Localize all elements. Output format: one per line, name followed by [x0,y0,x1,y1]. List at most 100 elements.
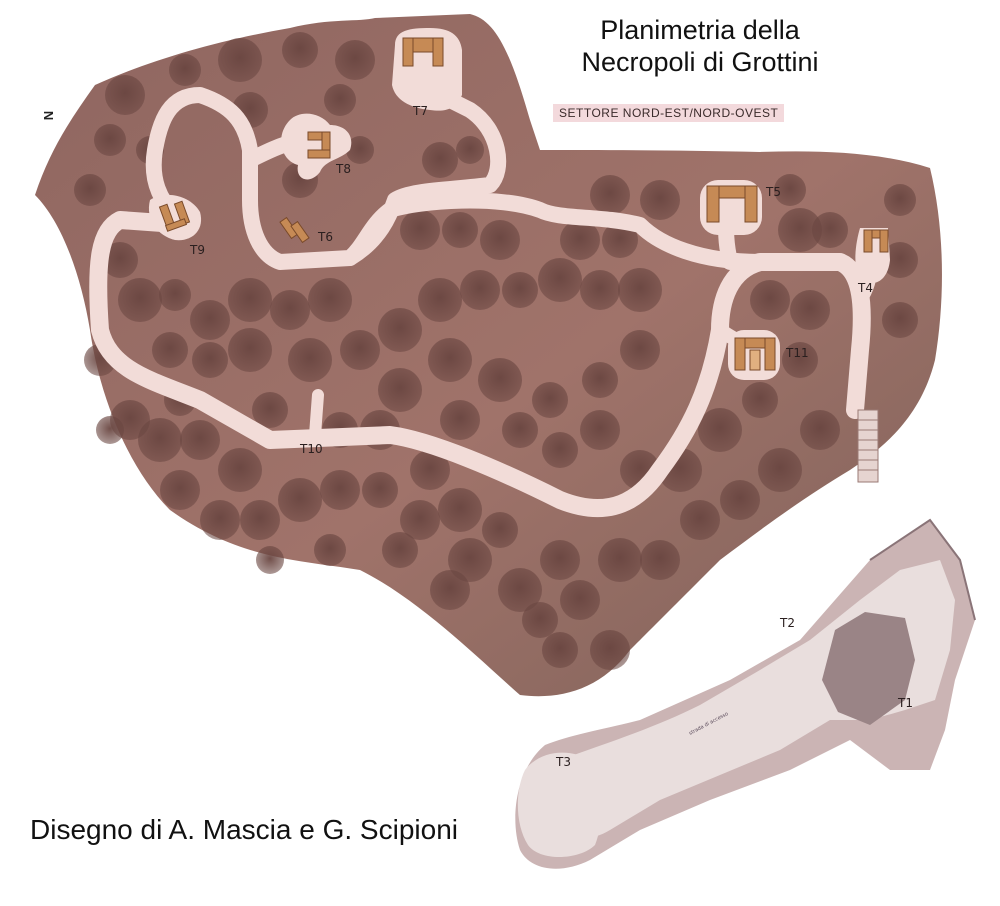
tree-canopy [438,488,482,532]
tree-canopy [532,382,568,418]
label-t11: T11 [785,346,809,360]
tree-canopy [240,500,280,540]
tree-canopy [440,400,480,440]
tree-canopy [410,450,450,490]
tree-canopy [335,40,375,80]
tree-canopy [282,32,318,68]
tree-canopy [538,258,582,302]
tree-canopy [698,408,742,452]
tree-canopy [640,180,680,220]
label-t2: T2 [779,616,795,630]
label-t1: T1 [897,696,913,710]
tree-canopy [812,212,848,248]
tree-canopy [774,174,806,206]
path-to-t7 [342,87,507,266]
tree-canopy [640,540,680,580]
tree-canopy [422,142,458,178]
tree-canopy [560,220,600,260]
tree-canopy [680,500,720,540]
tree-canopy [460,270,500,310]
tree-canopy [138,418,182,462]
title-line-1: Planimetria della [600,15,800,45]
tree-canopy [118,278,162,322]
tree-canopy [228,278,272,322]
t3-area [517,752,602,858]
tree-canopy [152,332,188,368]
tree-canopy [478,358,522,402]
tree-canopy [480,220,520,260]
tree-canopy [400,210,440,250]
t9-tomb [158,200,191,232]
t4-stairs [857,409,879,483]
tree-canopy [522,602,558,638]
path-spur-t10 [309,389,324,441]
t6-tomb [279,216,310,244]
t8-tomb [307,131,331,159]
tree-canopy [308,278,352,322]
tree-canopy [456,136,484,164]
tree-canopy [180,420,220,460]
tree-canopy [590,630,630,670]
tree-canopy [540,540,580,580]
tree-canopy [582,362,618,398]
t7-tomb [402,37,444,67]
tree-canopy [340,330,380,370]
t8-chamber [281,113,352,180]
lower-rock-edge [869,518,976,621]
tree-canopy [324,84,356,116]
tree-canopy [442,212,478,248]
tree-canopy [346,136,374,164]
label-t5: T5 [765,185,781,199]
label-t8: T8 [335,162,351,176]
tree-canopy [252,392,288,428]
tree-canopy [882,302,918,338]
tree-canopy [74,174,106,206]
tree-canopy [884,184,916,216]
tree-canopy [758,448,802,492]
map-title: Planimetria della Necropoli di Grottini [540,14,860,78]
tree-canopy [200,500,240,540]
tree-canopy [96,416,124,444]
tree-canopy [750,280,790,320]
tree-canopy [228,328,272,372]
tree-canopy [270,290,310,330]
tree-canopy [502,272,538,308]
tree-canopy [378,308,422,352]
title-line-2: Necropoli di Grottini [581,47,819,77]
tree-canopy [428,338,472,382]
tree-canopy [218,38,262,82]
tree-canopy [778,208,822,252]
tree-canopy [482,512,518,548]
tree-canopy [256,546,284,574]
tree-canopy [790,290,830,330]
sector-subtitle: SETTORE NORD-EST/NORD-OVEST [553,104,785,122]
central-rock [822,612,915,725]
tree-canopy [620,330,660,370]
tree-canopy [278,478,322,522]
tree-canopy [782,342,818,378]
tree-canopy [542,432,578,468]
tree-canopy [618,268,662,312]
tree-canopy [218,448,262,492]
tree-canopy [418,278,462,322]
tree-canopy [542,632,578,668]
tree-canopy [192,342,228,378]
tree-canopy [448,538,492,582]
label-t7: T7 [412,104,428,118]
tree-canopy [288,338,332,382]
label-t6: T6 [317,230,333,244]
tree-canopy [580,270,620,310]
tree-canopy [320,470,360,510]
t11-tomb [734,337,776,371]
tree-canopies [74,32,918,670]
t4-tomb [863,229,889,253]
t5-tomb [706,185,758,223]
tree-canopy [190,300,230,340]
north-marker: N [41,110,57,121]
tree-canopy [378,368,422,412]
tree-canopy [102,242,138,278]
tree-canopy [430,570,470,610]
tree-canopy [602,222,638,258]
